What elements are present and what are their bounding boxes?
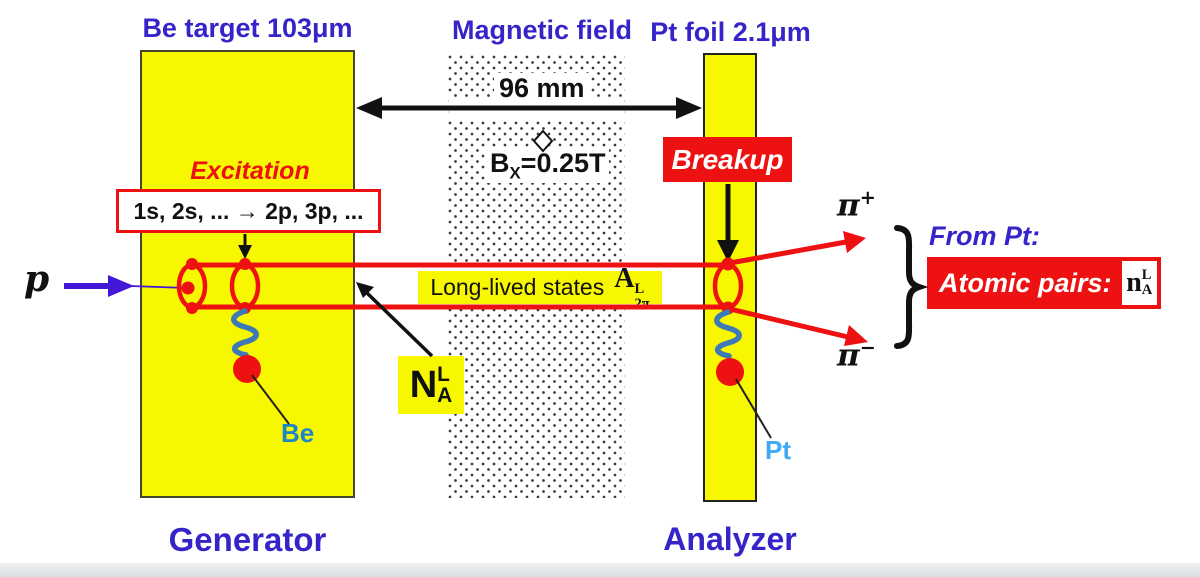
pi-plus-base: π: [837, 187, 860, 224]
proton-label: p: [24, 258, 50, 300]
field-sub: X: [509, 163, 521, 183]
field-strength-label: BX=0.25T: [486, 148, 610, 184]
atom-tube: [192, 262, 728, 310]
magnetic-field-label: Magnetic field: [452, 15, 633, 45]
transition-label: 1s, 2s, ... → 2p, 3p, ...: [133, 197, 364, 224]
na-result-sup: L: [1141, 267, 1152, 284]
atomic-pairs-label: Atomic pairs:: [939, 267, 1112, 298]
proton-beam-arrow: [64, 275, 188, 297]
excitation-label: Excitation: [190, 157, 310, 185]
breakup-box: Breakup: [663, 137, 792, 182]
breakup-arrow: [717, 184, 739, 262]
pt-nucleus-label: Pt: [765, 435, 791, 465]
na-sup: L: [437, 362, 450, 386]
brace-icon: [894, 225, 929, 349]
be-target-label: Be target 103μm: [142, 13, 353, 43]
gap-distance-label: 96 mm: [494, 73, 590, 104]
from-pt-label: From Pt:: [929, 221, 1040, 251]
na-result-sub: A: [1141, 282, 1153, 298]
pt-foil-label: Pt foil 2.1μm: [650, 17, 811, 47]
pi-plus-sup: +: [859, 186, 876, 209]
breakup-label: Breakup: [671, 143, 784, 175]
field-base: B: [490, 148, 510, 178]
long-lived-text: Long-lived states: [430, 274, 605, 300]
na-base: N: [409, 363, 438, 406]
field-value: =0.25T: [520, 148, 606, 178]
pi-minus-base: π: [837, 337, 860, 374]
footer-strip: [0, 563, 1200, 577]
gap-arrow: [356, 97, 702, 119]
pi-minus-arrow: [729, 306, 868, 346]
na-result-base: n: [1126, 267, 1142, 298]
generator-title: Generator: [168, 521, 327, 558]
pt-spring: [714, 309, 742, 359]
a2pi-sup: L: [634, 281, 645, 298]
pi-plus-label: π+: [837, 186, 876, 223]
na-sub: A: [437, 384, 453, 407]
excitation-arrow: [238, 234, 252, 259]
be-spring: [231, 308, 259, 358]
a2pi-base: A: [614, 263, 635, 295]
pt-nucleus-circle: [716, 358, 744, 386]
na-pointer-arrow: [356, 282, 434, 358]
pt-foil-rect: [703, 53, 757, 502]
pi-plus-arrow: [729, 231, 866, 266]
be-nucleus-label: Be: [281, 418, 315, 448]
be-nucleus-circle: [233, 355, 261, 383]
atom-ellipse-excited: [229, 262, 261, 310]
field-diamond-icon: [532, 129, 554, 153]
atom-ellipse-breakup: [712, 262, 744, 310]
be-target-rect: [140, 50, 355, 498]
pt-pointer-line: [735, 378, 772, 439]
analyzer-title: Analyzer: [663, 521, 797, 557]
be-pointer-line: [251, 374, 290, 425]
transition-box: 1s, 2s, ... → 2p, 3p, ...: [116, 189, 381, 233]
